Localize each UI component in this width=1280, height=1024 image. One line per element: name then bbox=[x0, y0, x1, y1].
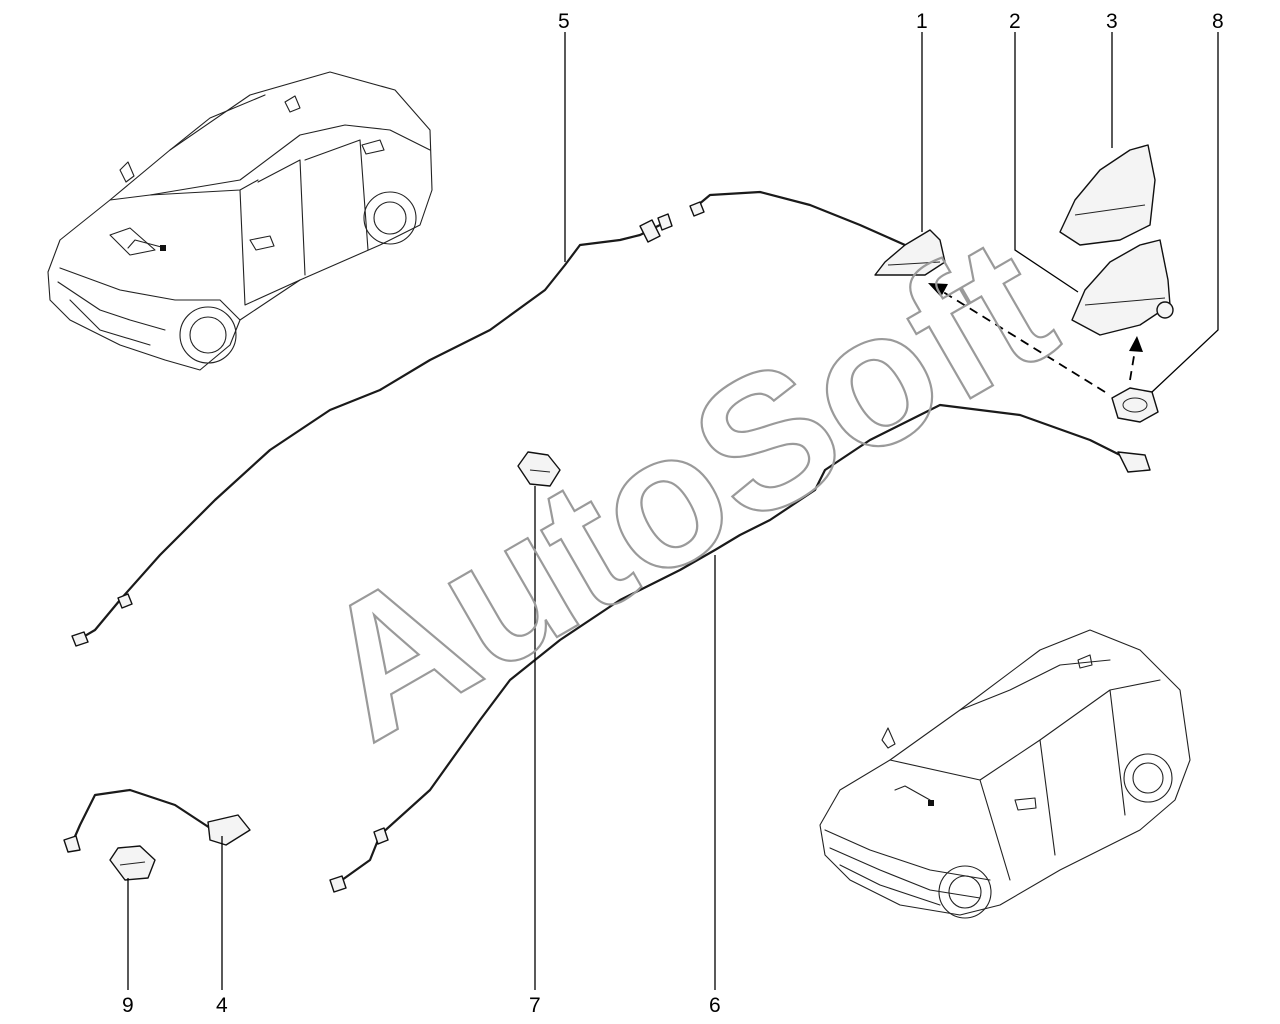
cable-5 bbox=[71, 213, 673, 647]
assembly-arrows bbox=[928, 283, 1143, 393]
antenna-cover-part-3 bbox=[1059, 144, 1156, 246]
callout-1: 1 bbox=[916, 10, 928, 33]
callout-3: 3 bbox=[1106, 10, 1118, 33]
antenna-assembly-part-1 bbox=[874, 229, 946, 276]
callout-2: 2 bbox=[1009, 10, 1021, 33]
nut-part-8 bbox=[1111, 387, 1159, 423]
callout-7: 7 bbox=[529, 994, 541, 1017]
clip-part-7 bbox=[517, 451, 561, 487]
callout-4: 4 bbox=[216, 994, 228, 1017]
antenna-base-part-2 bbox=[1071, 239, 1174, 336]
wagon-illustration bbox=[819, 629, 1191, 919]
callout-labels: 5 1 2 3 8 9 4 7 6 bbox=[122, 10, 1224, 1017]
callout-5: 5 bbox=[558, 10, 570, 33]
leader-lines bbox=[127, 32, 1219, 990]
watermark: AutoSoft bbox=[285, 196, 1085, 781]
callout-9: 9 bbox=[122, 994, 134, 1017]
cable-4 bbox=[63, 788, 251, 853]
sedan-illustration bbox=[47, 71, 433, 371]
antenna-cable bbox=[689, 190, 907, 247]
cable-6 bbox=[329, 403, 1151, 893]
clip-part-9 bbox=[109, 845, 156, 881]
callout-6: 6 bbox=[709, 994, 721, 1017]
callout-8: 8 bbox=[1212, 10, 1224, 33]
